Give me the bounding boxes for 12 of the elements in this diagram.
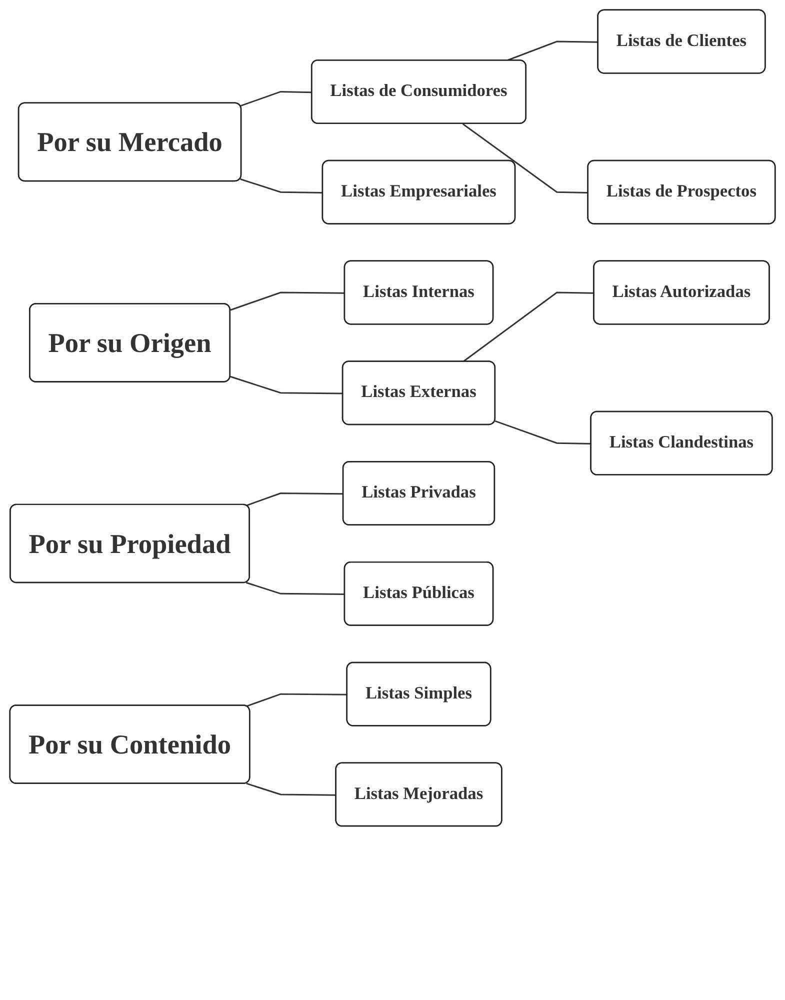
connector [230, 292, 346, 311]
connector [246, 693, 348, 707]
connector [246, 492, 344, 506]
connector [246, 582, 346, 596]
connector [240, 178, 324, 194]
connector [462, 123, 588, 194]
connector [494, 420, 592, 444]
connector [506, 40, 598, 62]
connector [246, 782, 336, 796]
connector [240, 90, 312, 107]
connector [230, 376, 344, 394]
connector [462, 292, 594, 362]
